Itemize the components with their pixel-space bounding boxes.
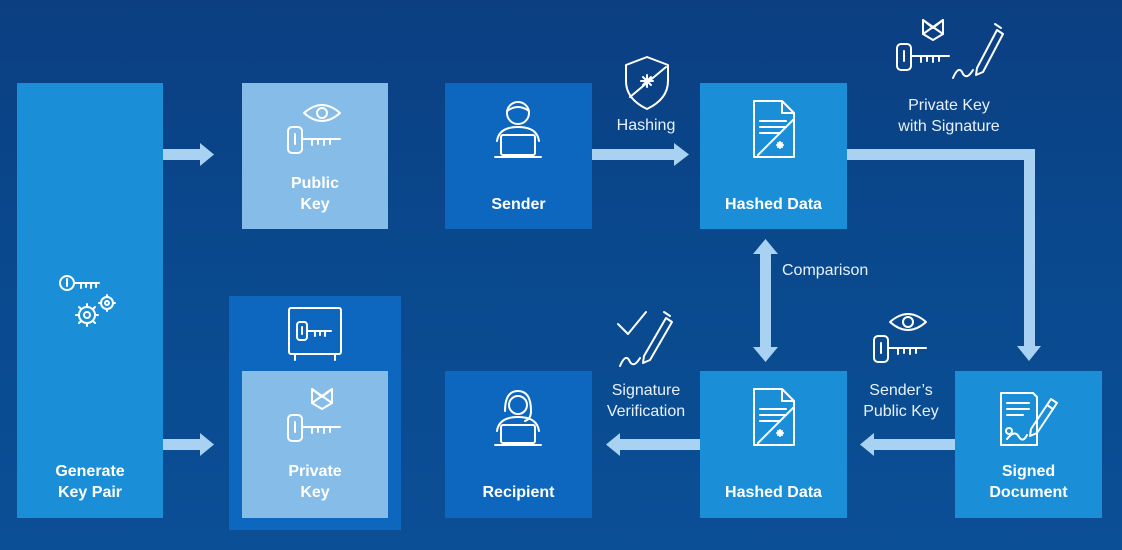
node-private-key: Private Key [242,371,388,518]
woman-laptop-icon [494,390,542,446]
sig-ver-line-1: Signature [611,382,681,399]
comparison-label: Comparison [782,260,886,281]
public-key-line-2: Key [300,196,330,213]
key-eye-icon [287,104,341,154]
node-hashed-data-top: Hashed Data [700,83,847,229]
node-hashed-data-bottom: Hashed Data [700,371,847,518]
signed-line-1: Signed [1001,463,1056,480]
check-signature-icon [617,311,673,367]
generate-line-1: Generate [55,463,125,480]
arrow-generate-to-private-key [163,433,214,456]
node-signed-document: Signed Document [955,371,1102,518]
senders-public-key-label: Sender’s Public Key [848,380,954,422]
hashed-bottom-label: Hashed Data [725,484,822,501]
arrow-hashed-to-recipient [606,433,700,456]
safe-key-icon [288,307,342,361]
private-key-signature-label: Private Key with Signature [876,95,1022,137]
recipient-label: Recipient [482,484,555,501]
comparison-text: Comparison [782,262,869,279]
public-key-line-1: Public [290,175,339,192]
hashed-document-icon [753,388,795,446]
private-sig-line-1: Private Key [908,97,990,114]
person-laptop-icon [494,101,542,158]
node-sender: Sender [445,83,592,229]
arrow-signed-to-hashed [860,433,955,456]
key-gears-icon [59,275,116,327]
key-eye-icon [873,313,927,363]
sender-pk-line-1: Sender’s [869,382,933,399]
arrow-generate-to-public-key [163,143,214,166]
sender-pk-line-2: Public Key [863,403,939,420]
hashed-top-label: Hashed Data [725,196,822,213]
arrow-comparison [753,239,778,362]
node-recipient: Recipient [445,371,592,518]
signed-line-2: Document [989,484,1068,501]
signed-document-icon [1000,392,1058,446]
private-key-line-1: Private [288,463,342,480]
hashing-text: Hashing [616,117,676,134]
node-private-key-vault: Private Key [229,296,401,530]
generate-line-2: Key Pair [57,484,123,501]
key-lock-icon [287,388,341,442]
hashed-document-icon [753,100,795,158]
shield-hash-icon [625,56,669,110]
node-public-key: Public Key [242,83,388,229]
sender-label: Sender [491,196,546,213]
node-generate-key-pair: Generate Key Pair [17,83,163,518]
signature-verification-label: Signature Verification [596,380,696,422]
private-sig-line-2: with Signature [898,118,1000,135]
arrow-hashed-to-signed [847,149,1041,361]
arrow-sender-to-hashed-data [592,143,689,166]
key-signature-icon [896,19,1004,79]
private-key-line-2: Key [300,484,330,501]
hashing-label: Hashing [596,115,696,136]
sig-ver-line-2: Verification [606,403,686,420]
